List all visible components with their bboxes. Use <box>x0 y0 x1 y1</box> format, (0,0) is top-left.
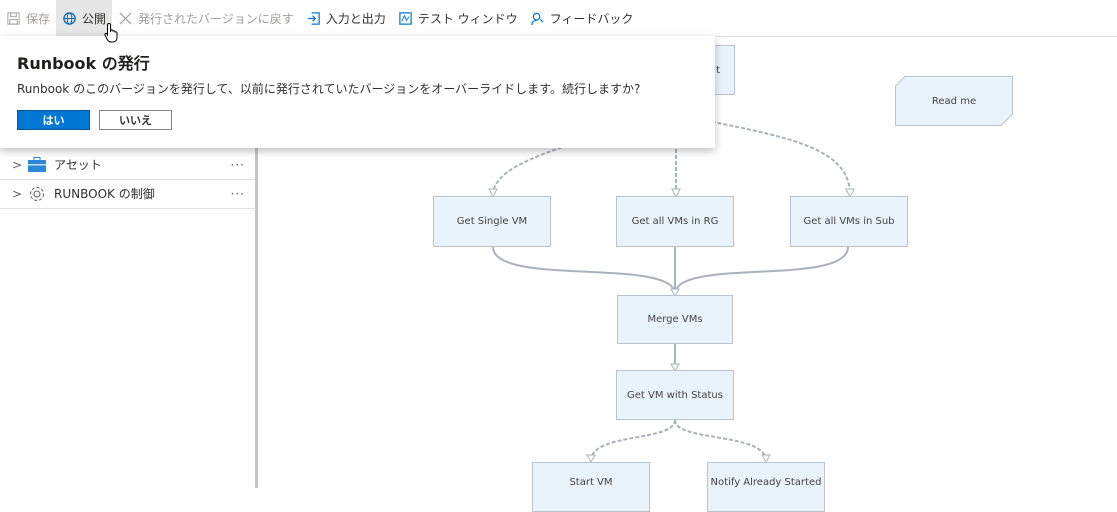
hand-cursor-icon <box>104 22 118 43</box>
test-pane-label: テスト ウィンドウ <box>417 11 518 26</box>
activity-node-merge-vms[interactable]: Merge VMs <box>617 295 733 344</box>
command-bar: 保存 公開 発行されたバージョンに戻す 入力と出力 テスト ウィンドウ フィード… <box>0 0 1117 37</box>
yes-button[interactable]: はい <box>17 110 90 130</box>
node-label: Get Single VM <box>456 216 528 227</box>
node-label: Start VM <box>569 477 613 488</box>
publish-button[interactable]: 公開 <box>56 0 113 36</box>
save-button[interactable]: 保存 <box>0 0 56 36</box>
activity-node-notify[interactable]: Notify Already Started <box>707 462 825 512</box>
feedback-icon <box>530 12 544 25</box>
feedback-label: フィードバック <box>549 11 634 26</box>
sidebar-item-runbook-control[interactable]: > RUNBOOK の制御 ··· <box>0 179 255 209</box>
activity-node-get-vm-status[interactable]: Get VM with Status <box>616 370 734 420</box>
pane-splitter[interactable] <box>255 37 258 488</box>
publish-confirm-dialog: Runbook の発行 Runbook のこのバージョンを発行して、以前に発行さ… <box>0 36 715 148</box>
chart-icon <box>399 11 412 25</box>
more-options-button[interactable]: ··· <box>230 186 245 201</box>
revert-button[interactable]: 発行されたバージョンに戻す <box>112 0 300 36</box>
connector <box>492 246 676 295</box>
test-pane-button[interactable]: テスト ウィンドウ <box>392 0 524 36</box>
node-label: Merge VMs <box>647 314 703 325</box>
connector <box>687 116 851 196</box>
activity-node-get-all-vms-rg[interactable]: Get all VMs in RG <box>616 196 734 247</box>
save-label: 保存 <box>26 11 51 26</box>
briefcase-icon <box>26 156 48 174</box>
input-output-icon <box>307 11 320 25</box>
connector <box>590 419 676 462</box>
sidebar-item-assets[interactable]: > アセット ··· <box>0 150 255 180</box>
activity-node-get-all-vms-sub[interactable]: Get all VMs in Sub <box>790 196 908 247</box>
readme-note[interactable]: Read me <box>895 76 1013 126</box>
chevron-right-icon: > <box>12 186 23 201</box>
more-options-button[interactable]: ··· <box>230 157 245 172</box>
feedback-button[interactable]: フィードバック <box>524 0 640 36</box>
input-output-button[interactable]: 入力と出力 <box>300 0 392 36</box>
node-label: Get all VMs in RG <box>631 216 719 227</box>
chevron-right-icon: > <box>12 157 23 172</box>
no-button[interactable]: いいえ <box>99 110 172 130</box>
gear-icon <box>26 185 48 203</box>
activity-node-start-vm[interactable]: Start VM <box>532 462 650 512</box>
activity-node-get-single-vm[interactable]: Get Single VM <box>433 196 551 247</box>
dialog-message: Runbook のこのバージョンを発行して、以前に発行されていたバージョンをオー… <box>17 82 641 96</box>
save-icon <box>7 11 20 25</box>
close-icon <box>119 11 132 25</box>
node-label: Get VM with Status <box>627 389 723 401</box>
revert-label: 発行されたバージョンに戻す <box>138 11 294 26</box>
connector <box>674 419 767 462</box>
globe-icon <box>63 11 76 25</box>
publish-label: 公開 <box>82 11 107 26</box>
dialog-title: Runbook の発行 <box>17 54 150 73</box>
sidebar: > アセット ··· > RUNBOOK の制御 ··· <box>0 37 255 488</box>
sidebar-item-label: アセット <box>54 158 102 172</box>
node-label: Read me <box>931 95 977 107</box>
note-shape <box>895 76 1013 126</box>
node-label: t <box>716 64 720 76</box>
input-output-label: 入力と出力 <box>325 11 386 26</box>
node-label: Notify Already Started <box>710 477 822 488</box>
node-label: Get all VMs in Sub <box>803 216 895 227</box>
sidebar-item-label: RUNBOOK の制御 <box>54 187 155 201</box>
connector <box>674 246 849 295</box>
